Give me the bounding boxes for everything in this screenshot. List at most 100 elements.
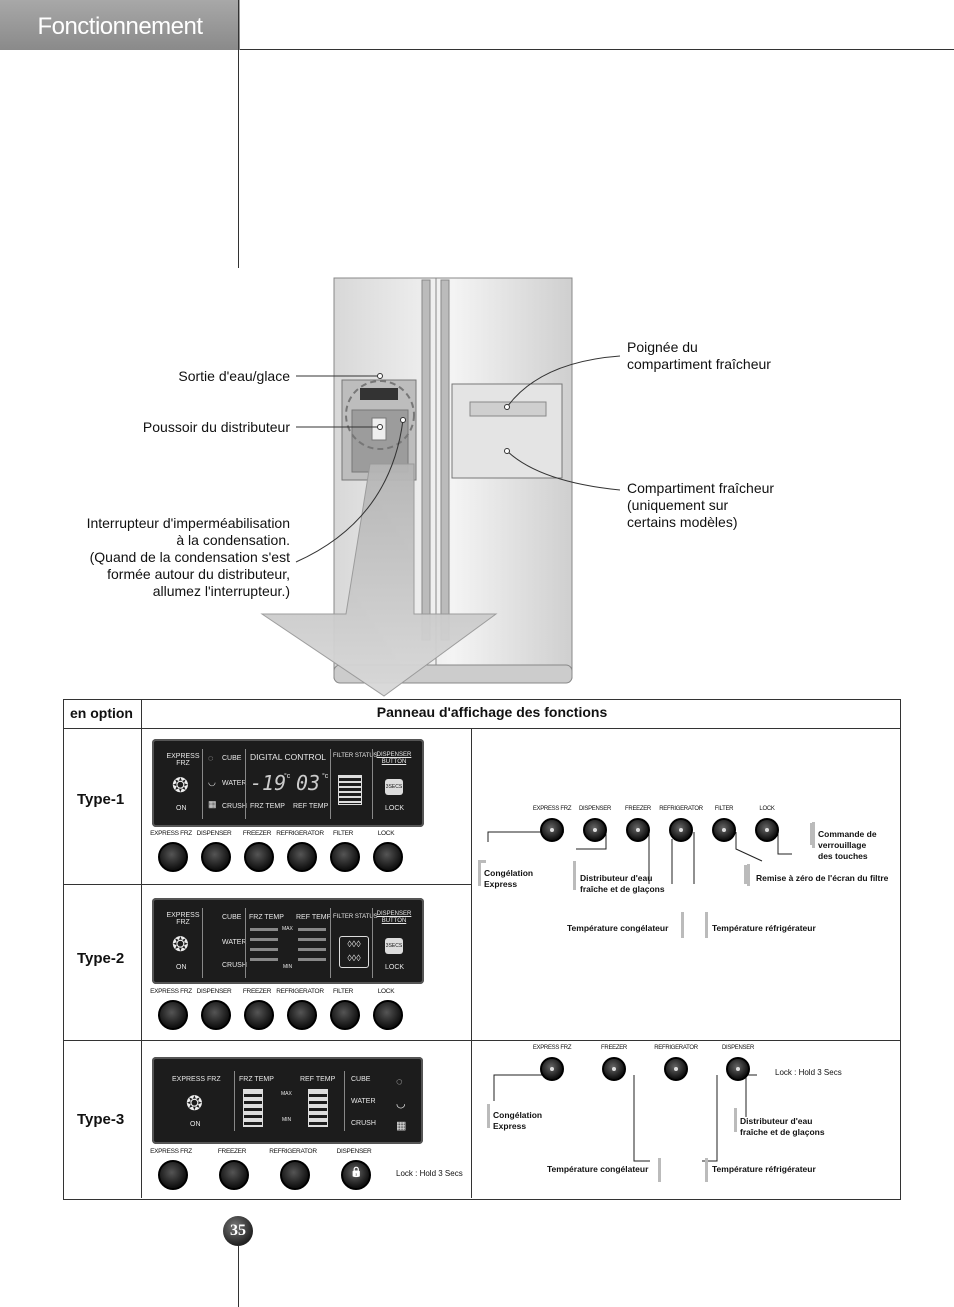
diagram-lock-note: Lock : Hold 3 Secs bbox=[775, 1068, 842, 1077]
diagram-button-label: FILTER bbox=[714, 806, 734, 812]
cube-label: CUBE bbox=[222, 914, 242, 921]
lock-button[interactable] bbox=[373, 1000, 403, 1030]
display-panel-type-1: EXPRESS FRZ ❂ ON CUBE WATER CRUSH ◌ ◡ ▦ … bbox=[152, 739, 424, 827]
dispenser-button[interactable] bbox=[201, 842, 231, 872]
row-divider bbox=[63, 884, 472, 885]
bracket bbox=[812, 822, 815, 848]
diagram-button-label: DISPENSER bbox=[722, 1045, 754, 1051]
frz-temp-label: FRZ TEMP bbox=[250, 803, 285, 810]
filter-status-label: FILTER STATUS bbox=[333, 914, 378, 920]
express-frz-button[interactable] bbox=[158, 842, 188, 872]
button-label: REFRIGERATOR bbox=[276, 988, 324, 995]
express-frz-label: EXPRESS FRZ bbox=[166, 753, 200, 767]
bracket bbox=[734, 1108, 737, 1132]
filter-gauge-icon bbox=[338, 775, 362, 805]
crush-icon: ▦ bbox=[208, 799, 217, 809]
freezer-level-bars bbox=[250, 928, 278, 968]
refrigerator-button[interactable] bbox=[280, 1160, 310, 1190]
refrigerator-diagram-button bbox=[664, 1057, 688, 1081]
dispenser-button[interactable] bbox=[201, 1000, 231, 1030]
water-label: WATER bbox=[222, 939, 247, 946]
type-1-label: Type-1 bbox=[77, 791, 125, 808]
fridge-temp-readout: 03 bbox=[296, 771, 321, 795]
freezer-unit: °c bbox=[284, 773, 291, 780]
lock-icon: 🔒 bbox=[350, 1167, 363, 1178]
diagram-button-label: EXPRESS FRZ bbox=[532, 806, 572, 812]
crush-label: CRUSH bbox=[222, 962, 247, 969]
dispenser-button-label: DISPENSER BUTTON bbox=[376, 752, 412, 765]
express-frz-label: EXPRESS FRZ bbox=[166, 912, 200, 926]
button-label: DISPENSER bbox=[196, 830, 232, 837]
min-label: MIN bbox=[283, 964, 293, 970]
fan-icon: ❂ bbox=[172, 775, 189, 797]
button-label: DISPENSER bbox=[196, 988, 232, 995]
digital-control-label: DIGITAL CONTROL bbox=[250, 752, 327, 762]
water-icon: ◡ bbox=[208, 777, 216, 787]
express-frz-diagram-button bbox=[540, 818, 564, 842]
callout-condensation-switch: Interrupteur d'imperméabilisation à la c… bbox=[86, 515, 290, 599]
lock-icon: 3SECS bbox=[385, 938, 403, 954]
filter-button[interactable] bbox=[330, 1000, 360, 1030]
frz-temp-label: FRZ TEMP bbox=[239, 1076, 274, 1083]
diagram-button-label: FREEZER bbox=[601, 1045, 627, 1051]
button-label: FILTER bbox=[332, 830, 354, 837]
express-frz-diagram-button bbox=[540, 1057, 564, 1081]
crush-label: CRUSH bbox=[351, 1120, 376, 1127]
freezer-level-bars bbox=[243, 1089, 263, 1127]
refrigerator-button[interactable] bbox=[287, 842, 317, 872]
express-frz-button[interactable] bbox=[158, 1000, 188, 1030]
diagram-button-label: LOCK bbox=[759, 806, 775, 812]
label-fridge-temp: Température réfrigérateur bbox=[712, 923, 816, 933]
section-header: Fonctionnement bbox=[0, 0, 240, 50]
button-label: REFRIGERATOR bbox=[276, 830, 324, 837]
cube-icon: ◌ bbox=[208, 753, 214, 763]
display-panel-type-3: EXPRESS FRZ ❂ ON FRZ TEMP REF TEMP MAX M… bbox=[152, 1057, 423, 1144]
refrigerator-button[interactable] bbox=[287, 1000, 317, 1030]
bracket bbox=[747, 864, 750, 886]
button-row-type-1: EXPRESS FRZ DISPENSER FREEZER REFRIGERATOR F… bbox=[150, 830, 428, 875]
button-label: LOCK bbox=[377, 830, 395, 837]
ref-temp-label: REF TEMP bbox=[300, 1076, 336, 1083]
freezer-button[interactable] bbox=[244, 842, 274, 872]
diagram-button-label: DISPENSER bbox=[579, 806, 611, 812]
lock-label: LOCK bbox=[385, 805, 405, 812]
min-label: MIN bbox=[282, 1117, 292, 1123]
fan-icon: ❂ bbox=[172, 934, 189, 956]
freezer-button[interactable] bbox=[219, 1160, 249, 1190]
label-fridge-temp: Température réfrigérateur bbox=[712, 1164, 816, 1174]
freezer-button[interactable] bbox=[244, 1000, 274, 1030]
label-filter-reset: Remise à zéro de l'écran du filtre bbox=[756, 873, 889, 883]
margin-rule-top bbox=[238, 0, 239, 268]
diagram-button-label: FREEZER bbox=[625, 806, 651, 812]
crush-label: CRUSH bbox=[222, 803, 247, 810]
callout-fresh-compartment: Compartiment fraîcheur (uniquement sur c… bbox=[627, 480, 775, 530]
ref-temp-label: REF TEMP bbox=[293, 803, 329, 810]
type-2-label: Type-2 bbox=[77, 950, 125, 967]
dispenser-diagram-button bbox=[583, 818, 607, 842]
lock-hold-note: Lock : Hold 3 Secs bbox=[396, 1169, 463, 1178]
filter-button[interactable] bbox=[330, 842, 360, 872]
ref-temp-label: REF TEMP bbox=[296, 914, 332, 921]
express-frz-button[interactable] bbox=[158, 1160, 188, 1190]
lock-diagram-button bbox=[755, 818, 779, 842]
bracket bbox=[658, 1158, 661, 1182]
dispenser-button[interactable]: 🔒 bbox=[341, 1160, 371, 1190]
freezer-diagram-button bbox=[602, 1057, 626, 1081]
button-label: REFRIGERATOR bbox=[269, 1148, 317, 1155]
button-label: FILTER bbox=[332, 988, 354, 995]
bracket bbox=[705, 912, 708, 938]
filter-drops-icon: ◊◊◊◊◊◊ bbox=[339, 936, 369, 968]
lock-button[interactable] bbox=[373, 842, 403, 872]
button-diagram-type-1 bbox=[478, 823, 813, 884]
bracket bbox=[681, 912, 684, 938]
callout-dispenser-pad: Poussoir du distributeur bbox=[142, 419, 290, 435]
button-label: EXPRESS FRZ bbox=[150, 988, 192, 995]
button-label: FREEZER bbox=[242, 830, 272, 837]
table-title: Panneau d'affichage des fonctions bbox=[376, 704, 608, 720]
bracket bbox=[705, 1158, 708, 1182]
freezer-diagram-button bbox=[626, 818, 650, 842]
button-label: EXPRESS FRZ bbox=[150, 830, 192, 837]
